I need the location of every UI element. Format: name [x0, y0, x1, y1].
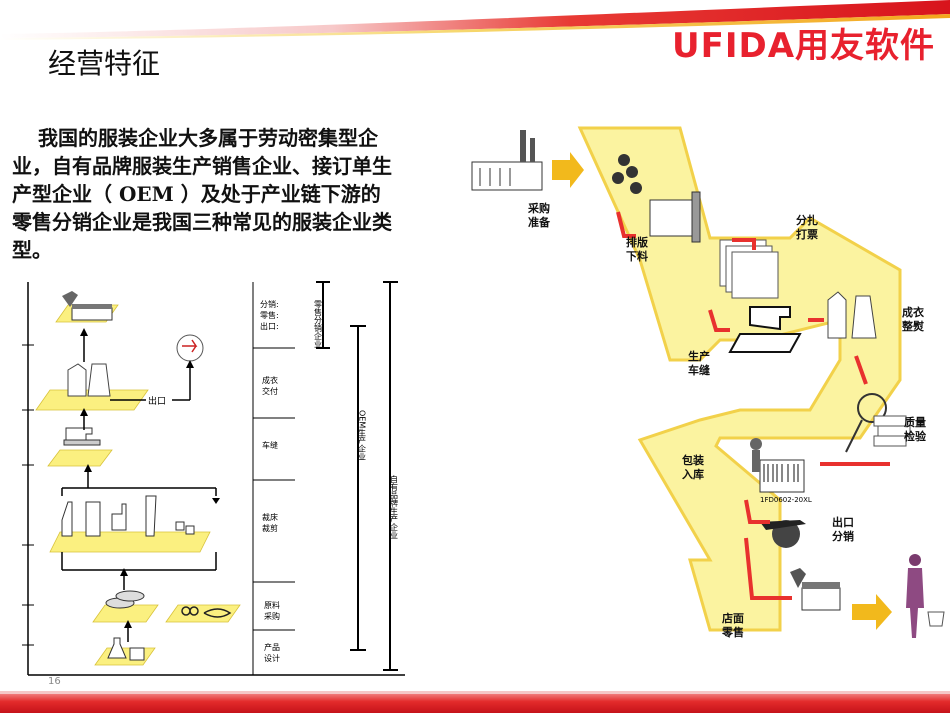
- bottom-banner: [0, 691, 950, 713]
- sewing-machine-icon-right: [728, 306, 802, 353]
- retail-store-icon: [790, 568, 841, 611]
- retail-bracket-label: 零售分销企业: [314, 300, 323, 348]
- right-process-diagram: 1FD0602-20XL 采购准备 排版下料 分扎打票 生产车缝 成衣整熨 质量…: [471, 126, 945, 639]
- label-finishing: 成衣整熨: [901, 305, 925, 333]
- platform-material: [92, 604, 159, 623]
- oem-bracket-label: OEM生产企业: [358, 410, 367, 460]
- platform-delivery: [35, 389, 149, 411]
- shopper-icon: [906, 554, 945, 638]
- export-label: 出口: [148, 395, 166, 407]
- stage-label-material: 原料采购: [264, 600, 280, 621]
- platform-sewing: [47, 449, 113, 467]
- process-path: [577, 126, 902, 632]
- page-title: 经营特征: [48, 47, 161, 80]
- brand-bracket-label: 自有品牌生产企业: [390, 474, 399, 539]
- fabric-roll-icon: [105, 590, 145, 609]
- magnifier-icon: [845, 393, 887, 453]
- finished-garment-icon: [827, 291, 877, 339]
- stage-label-cutting: 裁床裁剪: [262, 512, 278, 533]
- lab-equipment-icon: [107, 637, 145, 661]
- flow-arrows: [61, 334, 217, 642]
- intro-text: 我国的服装企业大多属于劳动密集型企业，自有品牌服装生产销售企业、接订单生产型企业…: [12, 126, 392, 262]
- arrow-to-shopper: [852, 594, 892, 630]
- oem-bracket: [350, 325, 366, 651]
- process-red-arrows: [616, 211, 890, 600]
- factory-icon: [471, 130, 543, 191]
- folded-clothes-icon: [873, 415, 911, 447]
- thread-icon: [181, 606, 232, 618]
- stage-label-design: 产品设计: [264, 642, 280, 663]
- axis-ticks: [22, 344, 34, 646]
- fabric-rolls-icon: [612, 154, 642, 194]
- brand-bracket: [383, 281, 398, 671]
- store-icon: [62, 291, 113, 321]
- pattern-pieces-icon: [61, 495, 195, 537]
- sewing-machine-icon: [63, 427, 101, 446]
- platform-cutting: [49, 531, 211, 553]
- intro-paragraph: 我国的服装企业大多属于劳动密集型企业，自有品牌服装生产销售企业、接订单生产型企业…: [12, 124, 397, 264]
- label-sewing: 生产车缝: [688, 349, 710, 377]
- retail-bracket: [316, 281, 330, 349]
- garment-icon: [67, 363, 111, 397]
- cutting-machine-icon: [649, 191, 701, 243]
- page-number: 16: [48, 676, 61, 687]
- airplane-globe-icon: [760, 520, 806, 548]
- label-export: 出口分销: [832, 515, 854, 543]
- brand-logo: UFIDA用友软件: [672, 26, 936, 66]
- arrow-to-path: [552, 152, 584, 188]
- label-packing: 包装入库: [681, 453, 704, 481]
- export-icon: [176, 334, 204, 362]
- label-purchase: 采购准备: [527, 201, 551, 229]
- top-banner: [0, 0, 950, 40]
- label-quality: 质量检验: [904, 415, 927, 443]
- label-retail: 店面零售: [721, 611, 744, 639]
- barcode-text: 1FD0602-20XL: [760, 496, 812, 504]
- ticket-stack-icon: [719, 239, 779, 299]
- stage-label-sewing: 车缝: [262, 440, 278, 450]
- stage-label-retail: 分销:零售:出口:: [260, 299, 279, 331]
- barcode-box-icon: [750, 438, 805, 493]
- label-ticket: 分扎打票: [796, 213, 818, 241]
- label-layout: 排版下料: [626, 235, 648, 263]
- stage-label-delivery: 成衣交付: [262, 375, 278, 396]
- left-process-diagram: 分销:零售:出口: 成衣交付 车缝 裁床裁剪 原料采购 产品设计 零售分销企业 …: [22, 281, 405, 676]
